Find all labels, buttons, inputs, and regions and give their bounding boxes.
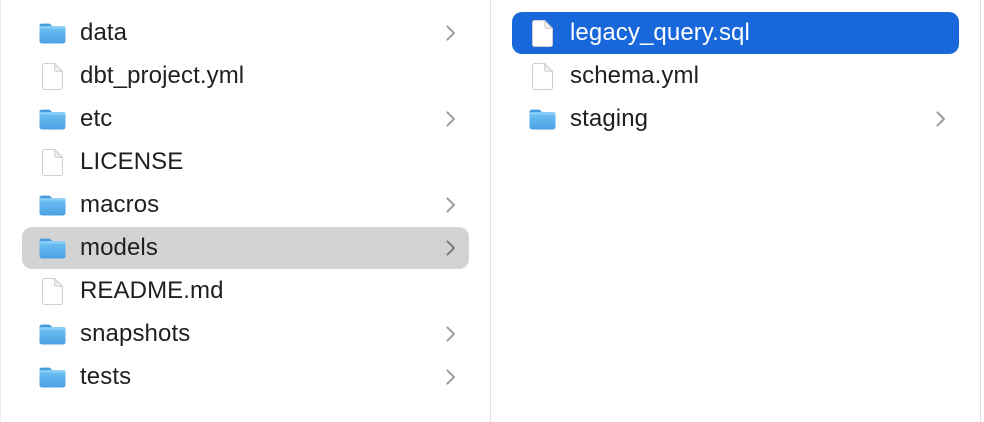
- item-icon-box: [37, 237, 67, 260]
- folder-icon: [529, 109, 555, 129]
- document-icon: [531, 19, 553, 47]
- list-item-folder[interactable]: snapshots: [22, 313, 469, 355]
- list-item-file[interactable]: LICENSE: [22, 141, 469, 183]
- folder-icon: [39, 23, 65, 43]
- item-icon-box: [527, 62, 557, 91]
- folder-icon: [39, 109, 65, 129]
- chevron-right-icon: [445, 110, 456, 128]
- item-label: data: [80, 19, 128, 46]
- item-label: models: [80, 234, 158, 261]
- item-icon-box: [37, 62, 67, 91]
- item-label: macros: [80, 191, 160, 218]
- list-item-file[interactable]: legacy_query.sql: [512, 12, 959, 54]
- list-item-folder[interactable]: staging: [512, 98, 959, 140]
- item-icon-box: [527, 19, 557, 48]
- item-icon-box: [527, 108, 557, 131]
- item-label: schema.yml: [570, 62, 700, 89]
- item-label: staging: [570, 105, 649, 132]
- item-icon-box: [37, 108, 67, 131]
- document-icon: [41, 62, 63, 90]
- item-icon-box: [37, 366, 67, 389]
- chevron-right-icon: [445, 325, 456, 343]
- column-models: legacy_query.sql schema.yml staging: [491, 0, 981, 422]
- list-item-file[interactable]: schema.yml: [512, 55, 959, 97]
- list-item-file[interactable]: README.md: [22, 270, 469, 312]
- item-label: snapshots: [80, 320, 191, 347]
- list-item-folder[interactable]: data: [22, 12, 469, 54]
- item-icon-box: [37, 194, 67, 217]
- item-icon-box: [37, 277, 67, 306]
- list-item-folder[interactable]: tests: [22, 356, 469, 398]
- folder-icon: [39, 367, 65, 387]
- list-item-file[interactable]: dbt_project.yml: [22, 55, 469, 97]
- item-label: LICENSE: [80, 148, 184, 175]
- item-label: tests: [80, 363, 132, 390]
- chevron-right-icon: [445, 239, 456, 257]
- item-label: legacy_query.sql: [570, 19, 750, 46]
- list-item-folder[interactable]: macros: [22, 184, 469, 226]
- item-icon-box: [37, 323, 67, 346]
- list-item-folder[interactable]: etc: [22, 98, 469, 140]
- folder-icon: [39, 324, 65, 344]
- item-label: dbt_project.yml: [80, 62, 245, 89]
- item-label: README.md: [80, 277, 224, 304]
- item-label: etc: [80, 105, 113, 132]
- chevron-right-icon: [935, 110, 946, 128]
- chevron-right-icon: [445, 196, 456, 214]
- item-icon-box: [37, 22, 67, 45]
- document-icon: [531, 62, 553, 90]
- folder-icon: [39, 195, 65, 215]
- chevron-right-icon: [445, 24, 456, 42]
- item-icon-box: [37, 148, 67, 177]
- column-parent: data dbt_project.yml etc: [0, 0, 491, 422]
- chevron-right-icon: [445, 368, 456, 386]
- document-icon: [41, 277, 63, 305]
- list-item-folder[interactable]: models: [22, 227, 469, 269]
- document-icon: [41, 148, 63, 176]
- folder-icon: [39, 238, 65, 258]
